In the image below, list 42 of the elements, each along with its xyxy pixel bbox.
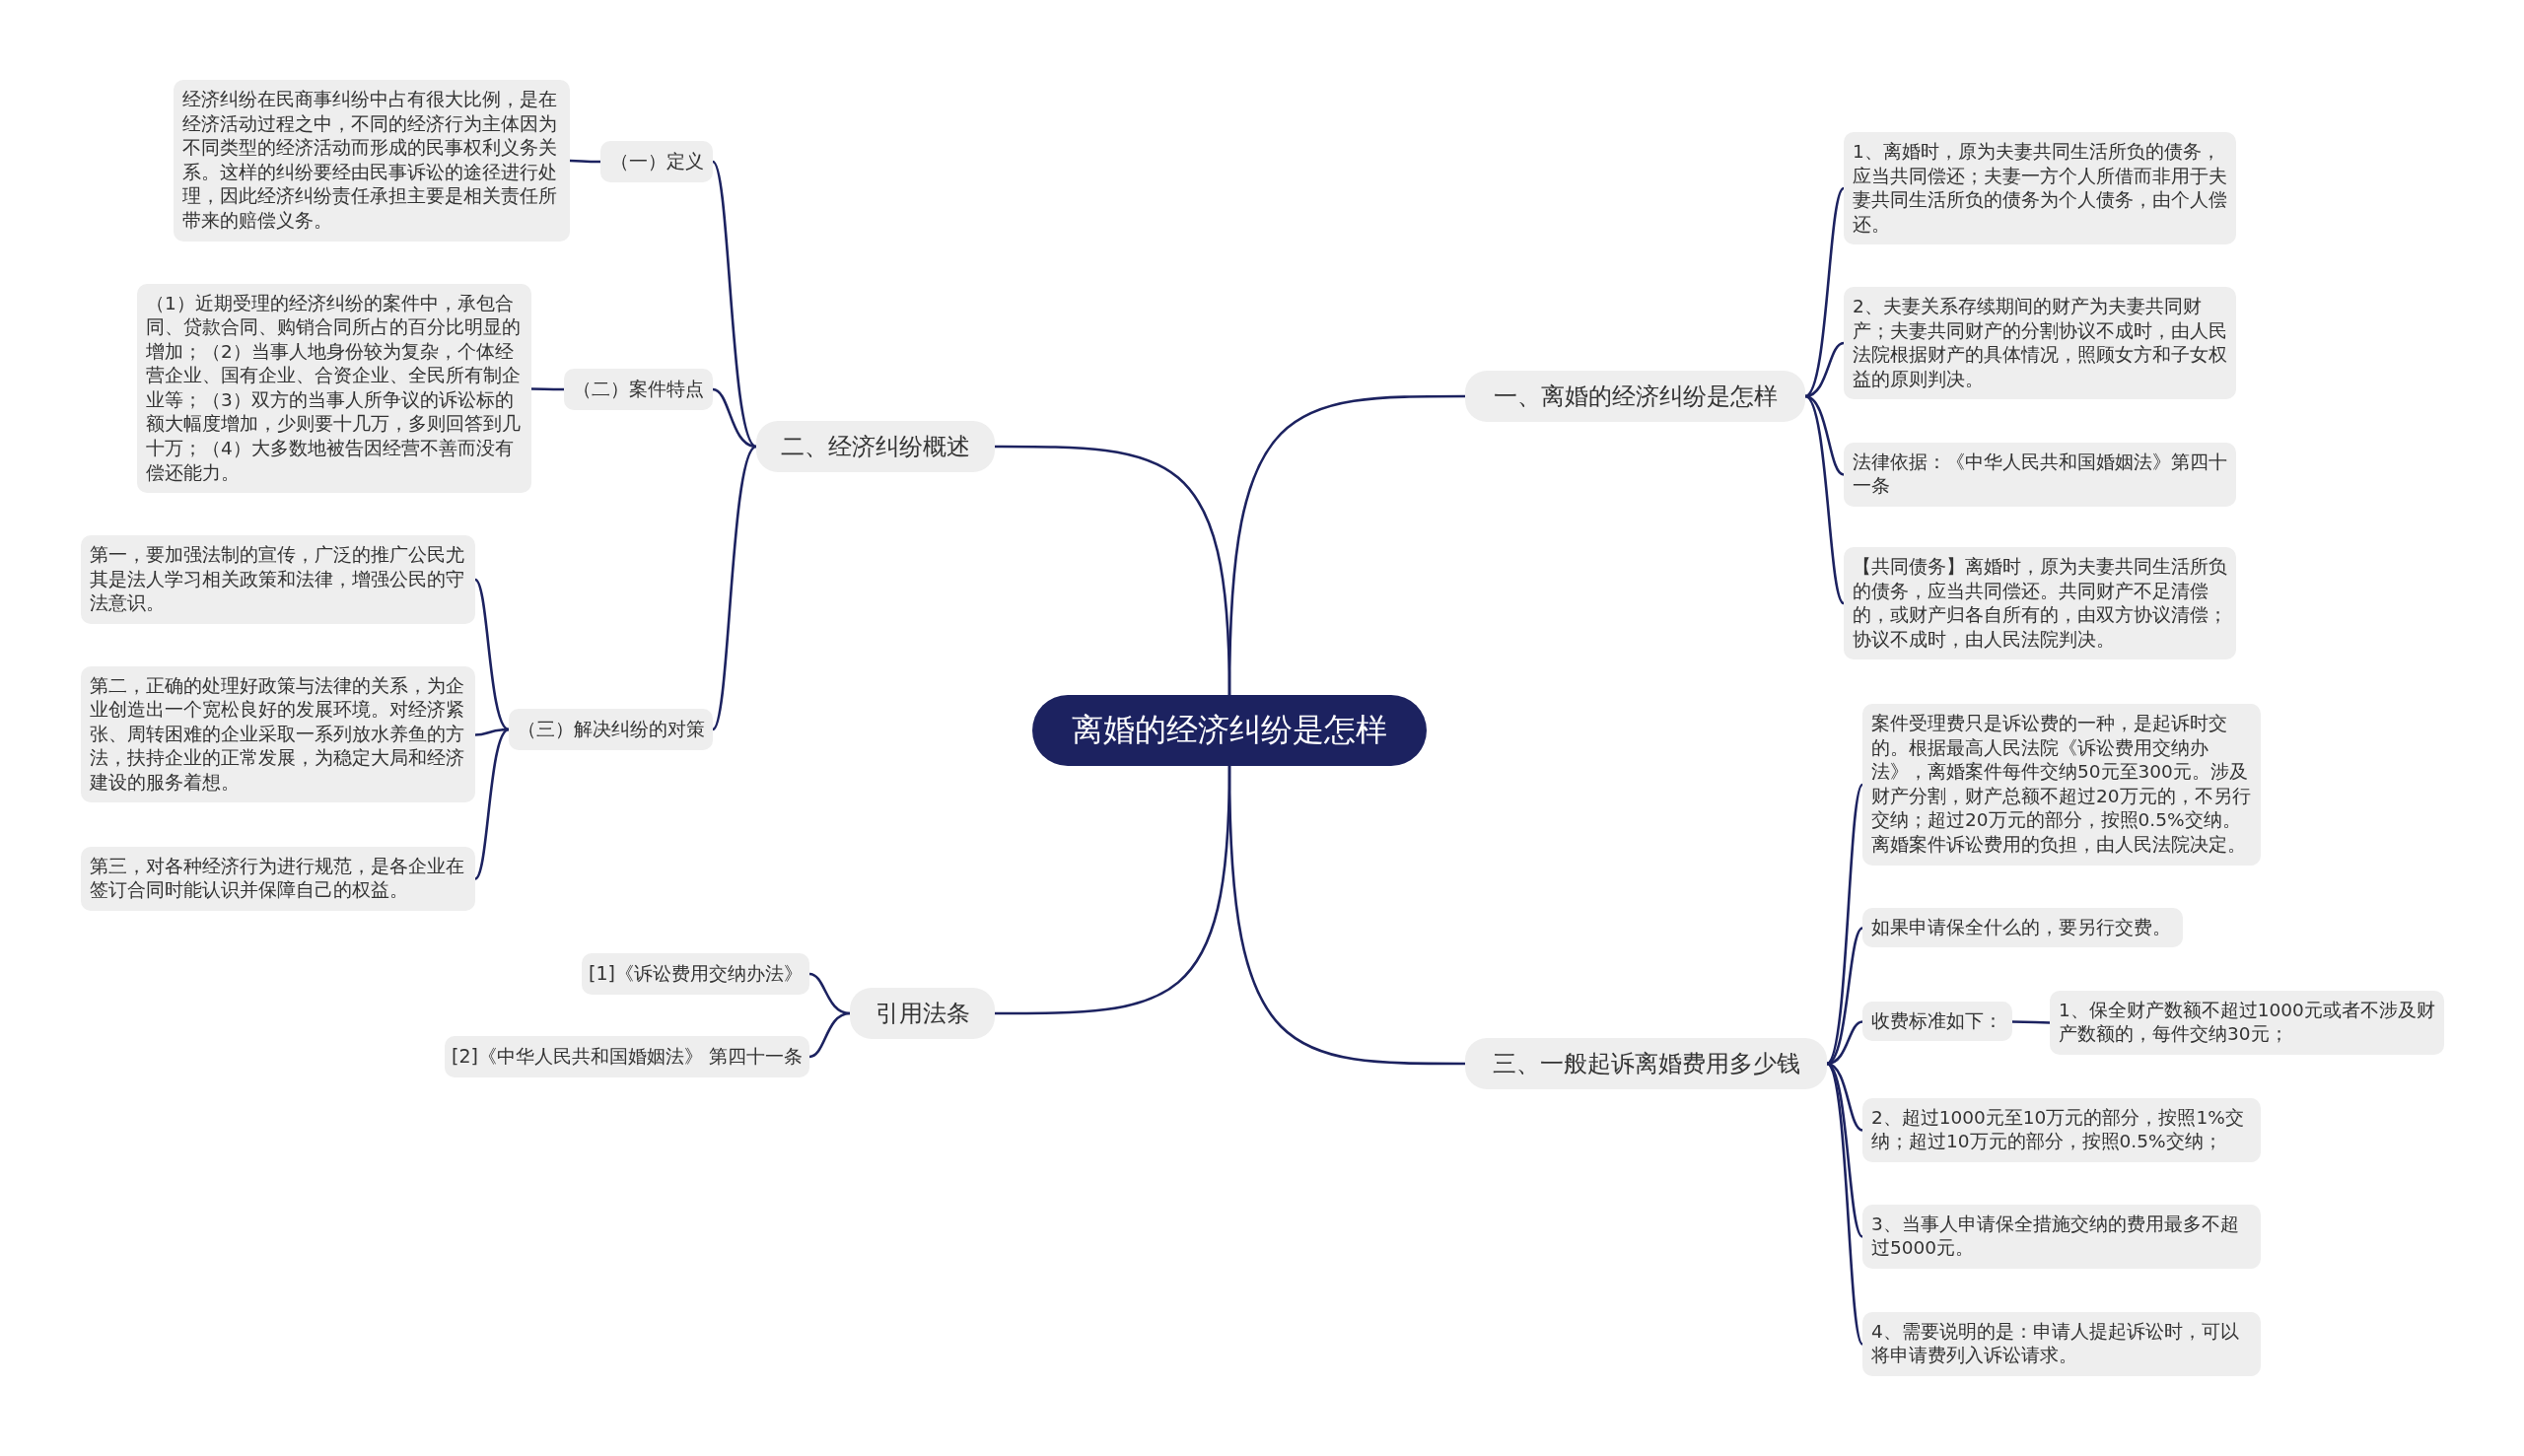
note-box: 4、需要说明的是：申请人提起诉讼时，可以将申请费列入诉讼请求。 xyxy=(1862,1311,2261,1376)
connector-line xyxy=(1826,784,1864,1065)
connector-line xyxy=(474,579,510,731)
note-box: 经济纠纷在民商事纠纷中占有很大比例，是在经济活动过程之中，不同的经济行为主体因为不同类型的经济活动而形成的民事权利义务关系。这样的纠纷要经由民事诉讼的途径进行处理，因此经济纠纷责任承担主要是相关责任所带来的赔偿义务。 xyxy=(174,80,570,242)
connector-line xyxy=(1804,394,1845,604)
connector-line xyxy=(1804,341,1845,398)
subtopic-box: （一）定义 xyxy=(600,141,713,182)
connector-line xyxy=(995,445,1231,696)
connector-line xyxy=(808,972,851,1015)
note-box: 如果申请保全什么的，要另行交费。 xyxy=(1862,907,2183,948)
note-box: 第二，正确的处理好政策与法律的关系，为企业创造出一个宽松良好的发展环境。对经济紧张、周转困难的企业采取一系列放水养鱼的方法，扶持企业的正常发展，为稳定大局和经济建设的服务着想。 xyxy=(81,665,475,803)
central-topic: 离婚的经济纠纷是怎样 xyxy=(1032,695,1427,766)
subtopic-box: [2]《中华人民共和国婚姻法》 第四十一条 xyxy=(445,1036,809,1077)
connector-line xyxy=(711,446,757,730)
topic-box: 一、离婚的经济纠纷是怎样 xyxy=(1465,371,1805,422)
connector-line xyxy=(1227,765,1465,1066)
note-box: 【共同债务】离婚时，原为夫妻共同生活所负的债务，应当共同偿还。共同财产不足清偿的，或财产归各自所有的，由双方协议清偿；协议不成时，由人民法院判决。 xyxy=(1844,547,2236,660)
note-box: （1）近期受理的经济纠纷的案件中，承包合同、贷款合同、购销合同所占的百分比明显的增加；（2）当事人地身份较为复杂，个体经营企业、国有企业、合资企业、全民所有制企业等；（3）双方的当事人所争议的诉讼标的额大幅度增加，少则要十几万，多则回答到几十万；（4）大多数地被告因经营不善而没有偿还能力。 xyxy=(137,283,531,494)
subtopic-box: （三）解决纠纷的对策 xyxy=(509,709,713,750)
note-box: 案件受理费只是诉讼费的一种，是起诉时交的。根据最高人民法院《诉讼费用交纳办法》，离婚案件每件交纳50元至300元。涉及财产分割，财产总额不超过20万元的，不另行交纳；超过20万元的部分，按照0.5%交纳。离婚案件诉讼费用的负担，由人民法院决定。 xyxy=(1862,704,2261,866)
topic-box: 二、经济纠纷概述 xyxy=(756,421,995,472)
topic-box: 引用法条 xyxy=(850,988,995,1039)
connector-line xyxy=(712,387,757,449)
note-box: 2、夫妻关系存续期间的财产为夫妻共同财产；夫妻共同财产的分割协议不成时，由人民法院根据财产的具体情况，照顾女方和子女权益的原则判决。 xyxy=(1844,287,2236,400)
note-box: 第一，要加强法制的宣传，广泛的推广公民尤其是法人学习相关政策和法律，增强公民的守法意识。 xyxy=(81,535,475,624)
connector-line xyxy=(474,728,510,880)
note-box: 1、保全财产数额不超过1000元或者不涉及财产数额的，每件交纳30元； xyxy=(2050,990,2444,1055)
note-box: 第三，对各种经济行为进行规范，是各企业在签订合同时能认识并保障自己的权益。 xyxy=(81,846,475,911)
note-box: 收费标准如下： xyxy=(1862,1001,2012,1042)
subtopic-box: [1]《诉讼费用交纳办法》 xyxy=(582,953,809,995)
note-box: 1、离婚时，原为夫妻共同生活所负的债务，应当共同偿还；夫妻一方个人所借而非用于夫妻共同生活所负的债务为个人债务，由个人偿还。 xyxy=(1844,132,2236,245)
topic-box: 三、一般起诉离婚费用多少钱 xyxy=(1465,1038,1827,1089)
note-box: 2、超过1000元至10万元的部分，按照1%交纳；超过10万元的部分，按照0.5%交纳； xyxy=(1862,1097,2261,1162)
connector-line xyxy=(570,159,600,164)
connector-line xyxy=(2012,1020,2050,1024)
connector-line xyxy=(711,161,757,448)
connector-line xyxy=(808,1011,851,1059)
connector-line xyxy=(531,387,564,391)
note-box: 3、当事人申请保全措施交纳的费用最多不超过5000元。 xyxy=(1862,1204,2261,1269)
note-box: 法律依据：《中华人民共和国婚姻法》第四十一条 xyxy=(1844,442,2236,507)
connector-line xyxy=(1826,1063,1864,1346)
subtopic-box: （二）案件特点 xyxy=(564,369,713,410)
